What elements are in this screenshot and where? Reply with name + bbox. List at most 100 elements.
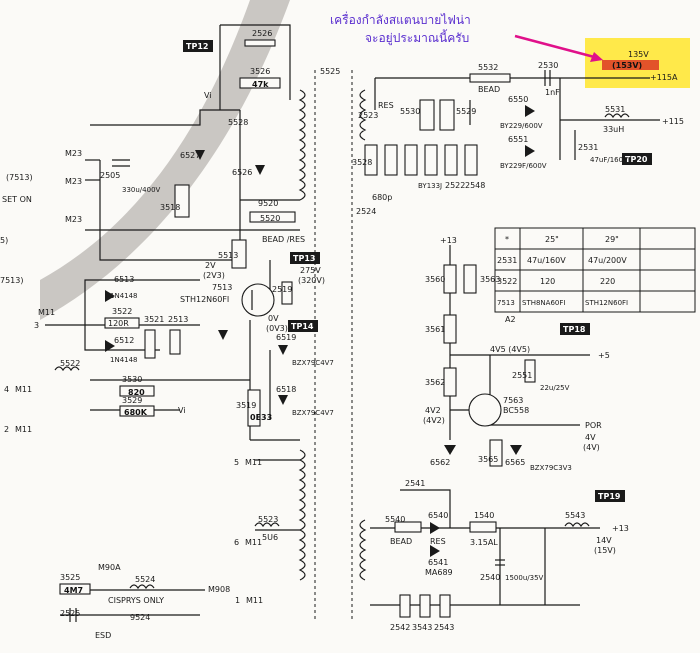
label-3543: 3543: [412, 623, 432, 632]
capacitor-2542: [399, 594, 411, 618]
table-cell: 3522: [497, 277, 517, 286]
label-m111: M11: [245, 458, 262, 467]
label-680p: 680p: [372, 193, 392, 202]
label-m123: M23: [65, 215, 82, 224]
table-header: 25": [545, 235, 559, 244]
label-6550: 6550: [508, 95, 528, 104]
capacitor-2519: [281, 281, 293, 305]
table-cell: 120: [540, 277, 555, 286]
gray-arc-band: [40, 0, 290, 320]
test-point-tp14: TP14: [288, 320, 318, 332]
voltage-4v2: 4V2: [425, 406, 441, 415]
rail-por: POR: [585, 421, 602, 430]
voltage-320v: (320V): [298, 276, 325, 285]
voltage-4vb: (4V): [583, 443, 600, 452]
label-1540: 1540: [474, 511, 494, 520]
label-1n4148: 1N4148: [110, 292, 138, 300]
fuse-1540: [469, 521, 497, 533]
voltage-0v: 0V: [268, 314, 279, 323]
wire: [84, 325, 160, 351]
resistor-5520: [249, 211, 296, 223]
label-2541: 2541: [405, 479, 425, 488]
label-9524: 9524: [130, 613, 150, 622]
voltage-275v: 275V: [300, 266, 321, 275]
label-bead: BEAD: [478, 85, 500, 94]
label-2548: 2548: [465, 181, 485, 190]
label-by229: BY229/600V: [500, 122, 543, 130]
table-cell: 2531: [497, 256, 517, 265]
coil-5522: [54, 366, 80, 372]
resistor-3565: [489, 439, 503, 467]
label-6513: 6513: [114, 275, 134, 284]
resistor-3525: [59, 583, 91, 595]
coil-5531: [604, 113, 630, 119]
label-m111: M11: [38, 308, 55, 317]
rail-plus115: +115: [662, 117, 684, 126]
label-7513: 7513: [212, 283, 232, 292]
label-3522: 3522: [112, 307, 132, 316]
test-point-tp13: TP13: [290, 252, 320, 264]
label-3518: 3518: [160, 203, 180, 212]
diode-by133: [424, 144, 438, 176]
label-a2: A2: [505, 315, 516, 324]
resistor-3562: [443, 367, 457, 397]
label-2542: 2542: [390, 623, 410, 632]
test-point-tp20: TP20: [622, 153, 652, 165]
label-2522: 2522: [445, 181, 465, 190]
label-bead-res: BEAD /RES: [262, 235, 305, 244]
annotation-arrow-head: [590, 52, 603, 62]
label-5528: 5528: [228, 118, 248, 127]
svg-text:TP20: TP20: [625, 155, 648, 164]
label-sth12n60fi: STH12N60FI: [180, 295, 229, 304]
table-cell: 7513: [497, 299, 515, 307]
label-by229f: BY229F/600V: [500, 162, 547, 170]
label-6519: 6519: [276, 333, 296, 342]
label-5529: 5529: [456, 107, 476, 116]
label-3521: 3521: [144, 315, 164, 324]
label-330u: 330u/400V: [122, 186, 161, 194]
annotation-arrow-line: [514, 34, 599, 60]
wire: [99, 160, 240, 261]
diode-6526: [255, 165, 265, 175]
bead-5530: [419, 99, 435, 131]
bead-5540: [394, 521, 422, 533]
resistor-3521: [144, 329, 156, 359]
label-2530: 2530: [538, 61, 558, 70]
capacitor-2551: [524, 359, 536, 383]
resistor-bank: [384, 144, 398, 176]
label-9520: 9520: [258, 199, 278, 208]
label-bead: BEAD: [390, 537, 412, 546]
zener-6565: [510, 445, 522, 455]
label-4m7: 4M7: [64, 586, 83, 595]
label-5530: 5530: [400, 107, 420, 116]
resistor-3563: [463, 264, 477, 294]
diode-6513: [105, 290, 115, 302]
label-22u: 22u/25V: [540, 384, 570, 392]
zener-6562: [444, 445, 456, 455]
transformer-secondary: [359, 89, 367, 581]
label-6: 6: [234, 538, 239, 547]
label-2523: 2523: [358, 111, 378, 120]
resistor-3528: [364, 144, 378, 176]
label-2526: 2526: [252, 29, 272, 38]
wire: [45, 279, 200, 326]
label-3561: 3561: [425, 325, 445, 334]
resistor-3522: [104, 317, 140, 329]
label-6526: 6526: [232, 168, 252, 177]
label-3560: 3560: [425, 275, 445, 284]
table-cell: 47u/160V: [527, 256, 566, 265]
label-5522: 5522: [60, 359, 80, 368]
resistor-3529: [119, 405, 155, 417]
table-cell: STH8NA60FI: [522, 299, 565, 307]
voltage-4v: 4V: [585, 433, 596, 442]
voltage-4v2b: (4V2): [423, 416, 445, 425]
resistor-3543: [419, 594, 431, 618]
label-by133j: BY133J: [418, 182, 442, 190]
voltage-box: [602, 60, 659, 70]
coil-5523: [254, 522, 280, 528]
rail-plus13-top: +13: [440, 236, 457, 245]
label-1n4148: 1N4148: [110, 356, 138, 364]
test-point-tp12: TP12: [183, 40, 213, 52]
diode-6527: [195, 150, 205, 160]
label-5543: 5543: [565, 511, 585, 520]
